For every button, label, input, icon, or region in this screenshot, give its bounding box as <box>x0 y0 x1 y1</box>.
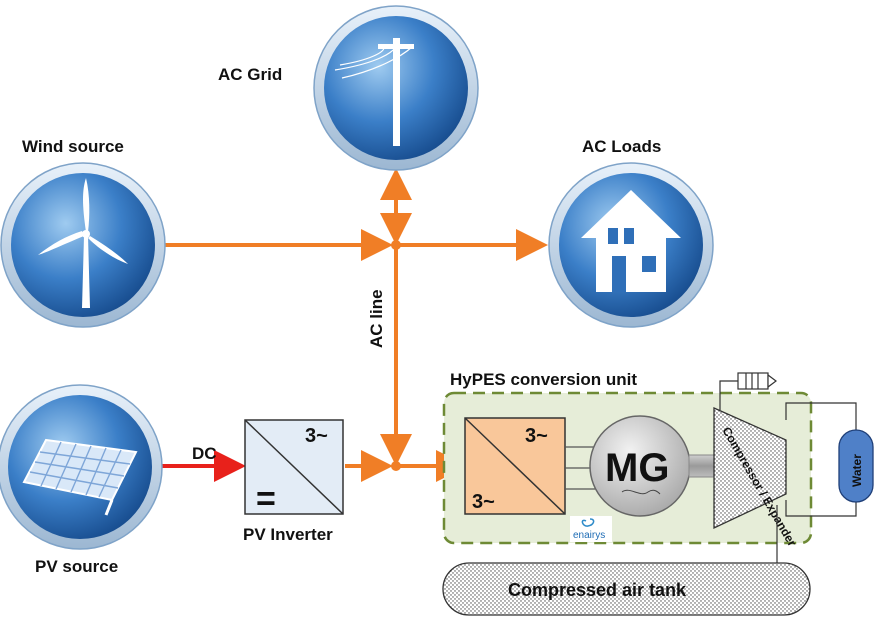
wind-source-label: Wind source <box>22 137 124 156</box>
house-icon <box>581 190 681 292</box>
logo-text: enairys <box>573 530 605 541</box>
dc-label: DC <box>192 444 217 463</box>
converter-ac-symbol-top: 3~ <box>525 425 548 447</box>
pv-source-label: PV source <box>35 557 118 576</box>
air-intake <box>719 372 777 410</box>
converter-ac-symbol-bottom: 3~ <box>472 491 495 513</box>
pv-source-node <box>0 384 163 550</box>
ac-loads-node <box>548 162 714 328</box>
bottom-junction-dot <box>391 461 401 471</box>
hypes-unit-title: HyPES conversion unit <box>450 370 637 389</box>
water-circuit <box>785 402 857 517</box>
wind-source-node <box>0 162 166 328</box>
water-tank: Water <box>838 429 874 503</box>
ac-grid-node <box>313 5 479 171</box>
wind-turbine-icon <box>38 178 128 308</box>
inverter-dc-symbol: = <box>256 480 276 518</box>
motor-generator: MG <box>589 415 691 517</box>
ac-loads-label: AC Loads <box>582 137 661 156</box>
pv-inverter: 3~ = <box>244 419 344 518</box>
ac-line-network <box>165 168 548 482</box>
inverter-ac-symbol: 3~ <box>305 425 328 447</box>
hypes-converter: 3~ 3~ <box>464 417 566 515</box>
compressed-air-tank: Compressed air tank <box>442 562 811 616</box>
solar-panel-icon <box>22 438 138 516</box>
utility-pole-icon <box>334 38 414 146</box>
top-junction-dot <box>391 240 401 250</box>
enairys-logo: enairys <box>570 516 612 542</box>
three-phase-wires <box>565 446 595 490</box>
air-tank-label: Compressed air tank <box>508 580 687 600</box>
mg-label: MG <box>605 446 669 490</box>
mg-shaft <box>688 454 718 478</box>
ac-grid-label: AC Grid <box>218 65 282 84</box>
water-label: Water <box>850 454 864 487</box>
ac-line-label: AC line <box>367 289 386 348</box>
pv-inverter-label: PV Inverter <box>243 525 333 544</box>
